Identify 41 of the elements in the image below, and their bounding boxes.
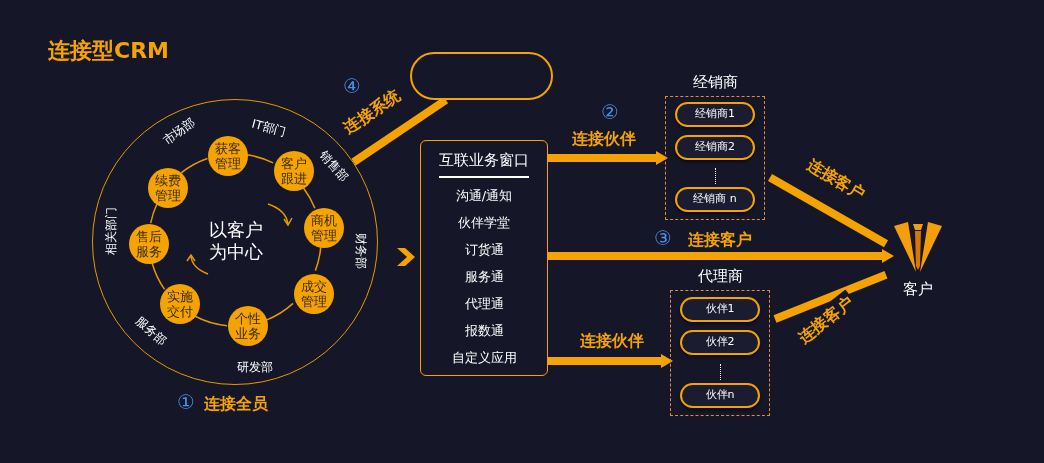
panel-item: 服务通 xyxy=(464,267,504,286)
step-number: ② xyxy=(601,99,619,126)
member-pill: 经销商1 xyxy=(675,102,755,127)
panel-heading: 互联业务窗口 xyxy=(439,149,529,178)
band-arrow xyxy=(548,354,673,368)
department-label: 销售部 xyxy=(316,146,352,186)
title: 连接型CRM xyxy=(48,37,169,65)
ring-arc xyxy=(149,203,158,224)
department-label: 市场部 xyxy=(159,113,199,149)
panel-item: 订货通 xyxy=(464,240,504,259)
department-label: 研发部 xyxy=(237,359,273,376)
ring-arc xyxy=(246,154,274,164)
panel-item: 报数通 xyxy=(464,321,504,340)
band-arrow xyxy=(548,249,894,263)
panel-item: 自定义应用 xyxy=(451,348,517,367)
ring-arc xyxy=(180,157,209,174)
panel-item: 伙伴学堂 xyxy=(458,213,510,232)
center-text: 以客户为中心 xyxy=(201,216,271,266)
ring-arc xyxy=(193,314,228,327)
department-label: 相关部门 xyxy=(103,207,119,255)
step-number: ③ xyxy=(654,225,672,252)
department-label: IT部门 xyxy=(249,115,289,142)
step-number: ① xyxy=(177,389,195,416)
ring-arc xyxy=(302,187,316,209)
panel-item: 代理通 xyxy=(464,294,504,313)
ring-arc xyxy=(314,246,322,272)
panel-item: 沟通/通知 xyxy=(455,186,513,205)
member-pill: 经销商2 xyxy=(675,135,755,160)
system-pill xyxy=(410,52,553,100)
ring-arc xyxy=(265,302,294,321)
department-label: 财务部 xyxy=(353,233,369,269)
member-pill: 伙伴1 xyxy=(680,297,760,322)
group-heading: 代理商 xyxy=(696,266,744,286)
group-heading: 经销商 xyxy=(691,72,739,92)
step-label: 连接全员 xyxy=(204,393,268,415)
member-pill: 经销商 n xyxy=(675,187,755,212)
member-pill: 伙伴n xyxy=(680,383,760,408)
band-arrow xyxy=(548,151,668,165)
customer-label: 客户 xyxy=(903,279,933,300)
member-pill: 伙伴2 xyxy=(680,330,760,355)
window-panel xyxy=(420,140,548,376)
